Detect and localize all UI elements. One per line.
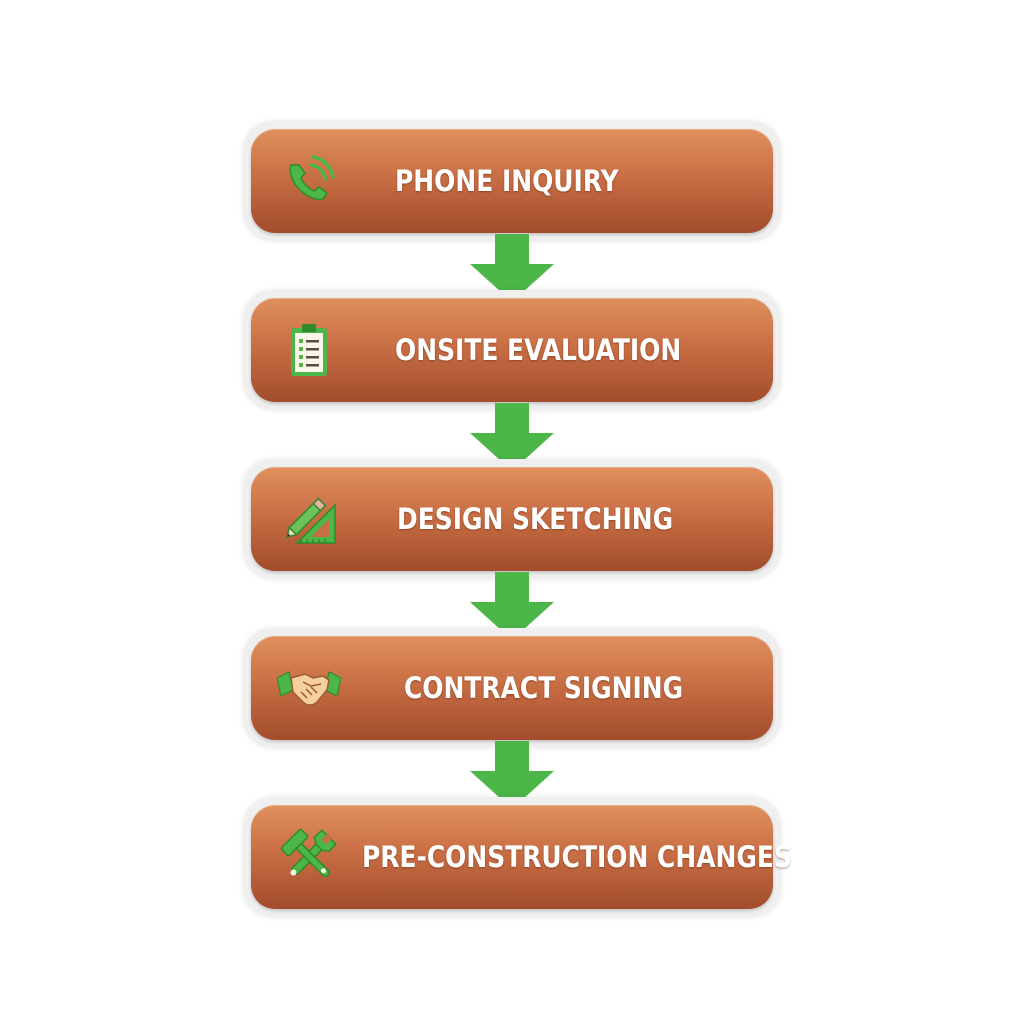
down-arrow-icon [470, 403, 554, 471]
step-box: ONSITE EVALUATION [251, 298, 773, 402]
step-label: DESIGN SKETCHING [397, 502, 674, 536]
step-design-sketching: DESIGN SKETCHING [243, 459, 781, 579]
pencil-ruler-icon [286, 497, 336, 544]
step-onsite-evaluation: ONSITE EVALUATION [243, 290, 781, 410]
step-label: PHONE INQUIRY [395, 164, 619, 198]
step-box: PHONE INQUIRY [251, 129, 773, 233]
step-pre-construction-changes: PRE-CONSTRUCTION CHANGES [243, 797, 792, 917]
down-arrow-icon [470, 234, 554, 302]
step-box: DESIGN SKETCHING [251, 467, 773, 571]
phone-icon [289, 155, 335, 201]
down-arrow-icon [470, 741, 554, 809]
step-box: PRE-CONSTRUCTION CHANGES [251, 805, 792, 909]
step-box: CONTRACT SIGNING [251, 636, 773, 740]
step-label: CONTRACT SIGNING [404, 671, 684, 705]
step-phone-inquiry: PHONE INQUIRY [243, 121, 781, 241]
step-contract-signing: CONTRACT SIGNING [243, 628, 781, 748]
step-label: ONSITE EVALUATION [395, 333, 682, 367]
step-label: PRE-CONSTRUCTION CHANGES [362, 840, 792, 874]
handshake-icon [277, 671, 341, 706]
clipboard-icon [291, 324, 327, 376]
down-arrow-icon [470, 572, 554, 640]
tools-icon [280, 828, 337, 878]
